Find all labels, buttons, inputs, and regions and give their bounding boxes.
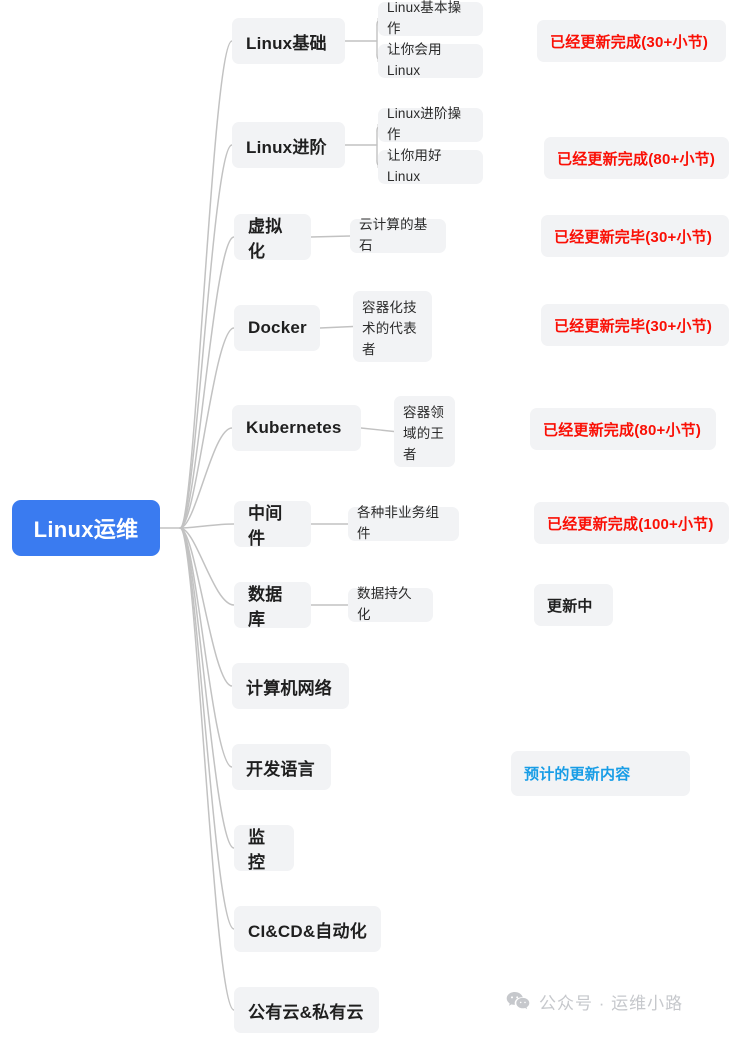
watermark-label: 公众号 · 运维小路	[539, 994, 684, 1013]
status-badge-kaifa-yuyan-label: 预计的更新内容	[524, 766, 631, 783]
status-badge-docker[interactable]: 已经更新完毕(30+小节)	[541, 304, 729, 346]
leaf-node-linux-jichu-0[interactable]: Linux基本操作	[378, 0, 483, 36]
status-badge-linux-jinjie[interactable]: 已经更新完成(80+小节)	[544, 137, 729, 179]
branch-node-shujuku-label: 数据库	[248, 585, 283, 629]
edge	[319, 325, 354, 329]
leaf-node-linux-jinjie-1-label: 让你用好Linux	[387, 148, 442, 184]
edge	[179, 236, 235, 529]
status-badge-docker-label: 已经更新完毕(30+小节)	[554, 317, 713, 335]
branch-node-jiankong-label: 监控	[248, 828, 266, 872]
branch-node-jiankong[interactable]: 监控	[234, 825, 294, 872]
leaf-node-xuniohua-0-label: 云计算的基石	[359, 217, 428, 253]
leaf-node-linux-jinjie-0[interactable]: Linux进阶操作	[378, 106, 483, 142]
leaf-node-linux-jichu-0-label: Linux基本操作	[387, 0, 462, 36]
branch-node-zhongjianjian-label: 中间件	[248, 504, 283, 548]
branch-node-kaifa-yuyan[interactable]: 开发语言	[232, 744, 331, 790]
edge	[179, 527, 233, 768]
branch-node-jisuanji-wangluo[interactable]: 计算机网络	[232, 663, 349, 709]
branch-node-kaifa-yuyan-label: 开发语言	[246, 759, 315, 779]
status-badge-linux-jinjie-label: 已经更新完成(80+小节)	[557, 150, 716, 168]
status-badge-linux-jichu[interactable]: 已经更新完成(30+小节)	[537, 20, 726, 62]
branch-node-jisuanji-wangluo-label: 计算机网络	[246, 678, 332, 698]
watermark: 公众号 · 运维小路	[506, 989, 683, 1014]
status-badge-zhongjianjian[interactable]: 已经更新完成(100+小节)	[534, 502, 729, 544]
wechat-icon	[506, 992, 530, 1010]
edge	[179, 527, 235, 1011]
branch-node-linux-jinjie[interactable]: Linux进阶	[232, 122, 345, 168]
leaf-node-linux-jichu-1-label: 让你会用Linux	[387, 42, 442, 78]
branch-node-zhongjianjian[interactable]: 中间件	[234, 501, 311, 548]
root-node-label: Linux运维	[33, 517, 139, 542]
branch-node-docker[interactable]: Docker	[234, 305, 320, 351]
branch-node-cicd-label: CI&CD&自动化	[248, 921, 367, 941]
branch-node-shujuku[interactable]: 数据库	[234, 582, 311, 629]
edge	[179, 327, 235, 529]
edge	[179, 527, 235, 606]
edge	[179, 523, 235, 529]
branch-node-docker-label: Docker	[248, 318, 307, 337]
leaf-node-docker-0-label: 容器化技术的代表者	[362, 300, 417, 357]
branch-node-gongyouyun-label: 公有云&私有云	[248, 1002, 364, 1022]
branch-node-gongyouyun[interactable]: 公有云&私有云	[234, 987, 379, 1033]
edge	[179, 144, 233, 529]
branch-node-kubernetes-label: Kubernetes	[246, 418, 342, 437]
branch-node-xuniohua[interactable]: 虚拟化	[234, 214, 311, 261]
leaf-node-zhongjianjian-0[interactable]: 各种非业务组件	[348, 505, 459, 541]
leaf-node-linux-jichu-1[interactable]: 让你会用Linux	[378, 42, 483, 78]
status-badge-kubernetes-label: 已经更新完成(80+小节)	[543, 421, 702, 439]
status-badge-xuniohua-label: 已经更新完毕(30+小节)	[554, 228, 713, 246]
leaf-node-zhongjianjian-0-label: 各种非业务组件	[357, 505, 440, 541]
edge	[179, 427, 233, 529]
branch-node-kubernetes[interactable]: Kubernetes	[232, 405, 361, 451]
edge	[179, 527, 235, 930]
leaf-node-shujuku-0-label: 数据持久化	[357, 586, 412, 622]
edge	[310, 235, 351, 238]
status-badge-zhongjianjian-label: 已经更新完成(100+小节)	[547, 515, 714, 533]
leaf-node-kubernetes-0-label: 容器领域的王者	[403, 405, 445, 462]
leaf-node-linux-jinjie-1[interactable]: 让你用好Linux	[378, 148, 483, 184]
branch-node-xuniohua-label: 虚拟化	[248, 217, 283, 261]
root-node[interactable]: Linux运维	[12, 500, 160, 556]
branch-node-cicd[interactable]: CI&CD&自动化	[234, 906, 381, 952]
branch-node-linux-jinjie-label: Linux进阶	[246, 137, 327, 157]
status-badge-kaifa-yuyan[interactable]: 预计的更新内容	[511, 751, 690, 796]
edge	[360, 427, 395, 433]
branch-node-linux-jichu-label: Linux基础	[246, 33, 327, 53]
branch-node-linux-jichu[interactable]: Linux基础	[232, 18, 345, 64]
leaf-node-xuniohua-0[interactable]: 云计算的基石	[350, 217, 446, 253]
edge	[179, 40, 233, 529]
status-badge-shujuku-label: 更新中	[547, 597, 593, 615]
edge	[179, 527, 235, 849]
status-badge-kubernetes[interactable]: 已经更新完成(80+小节)	[530, 408, 716, 450]
leaf-node-docker-0[interactable]: 容器化技术的代表者	[353, 291, 432, 362]
status-badge-shujuku[interactable]: 更新中	[534, 584, 613, 626]
status-badge-xuniohua[interactable]: 已经更新完毕(30+小节)	[541, 215, 729, 257]
leaf-node-kubernetes-0[interactable]: 容器领域的王者	[394, 396, 455, 467]
leaf-node-shujuku-0[interactable]: 数据持久化	[348, 586, 433, 622]
leaf-node-linux-jinjie-0-label: Linux进阶操作	[387, 106, 462, 142]
edge	[179, 527, 233, 687]
status-badge-linux-jichu-label: 已经更新完成(30+小节)	[550, 33, 709, 51]
